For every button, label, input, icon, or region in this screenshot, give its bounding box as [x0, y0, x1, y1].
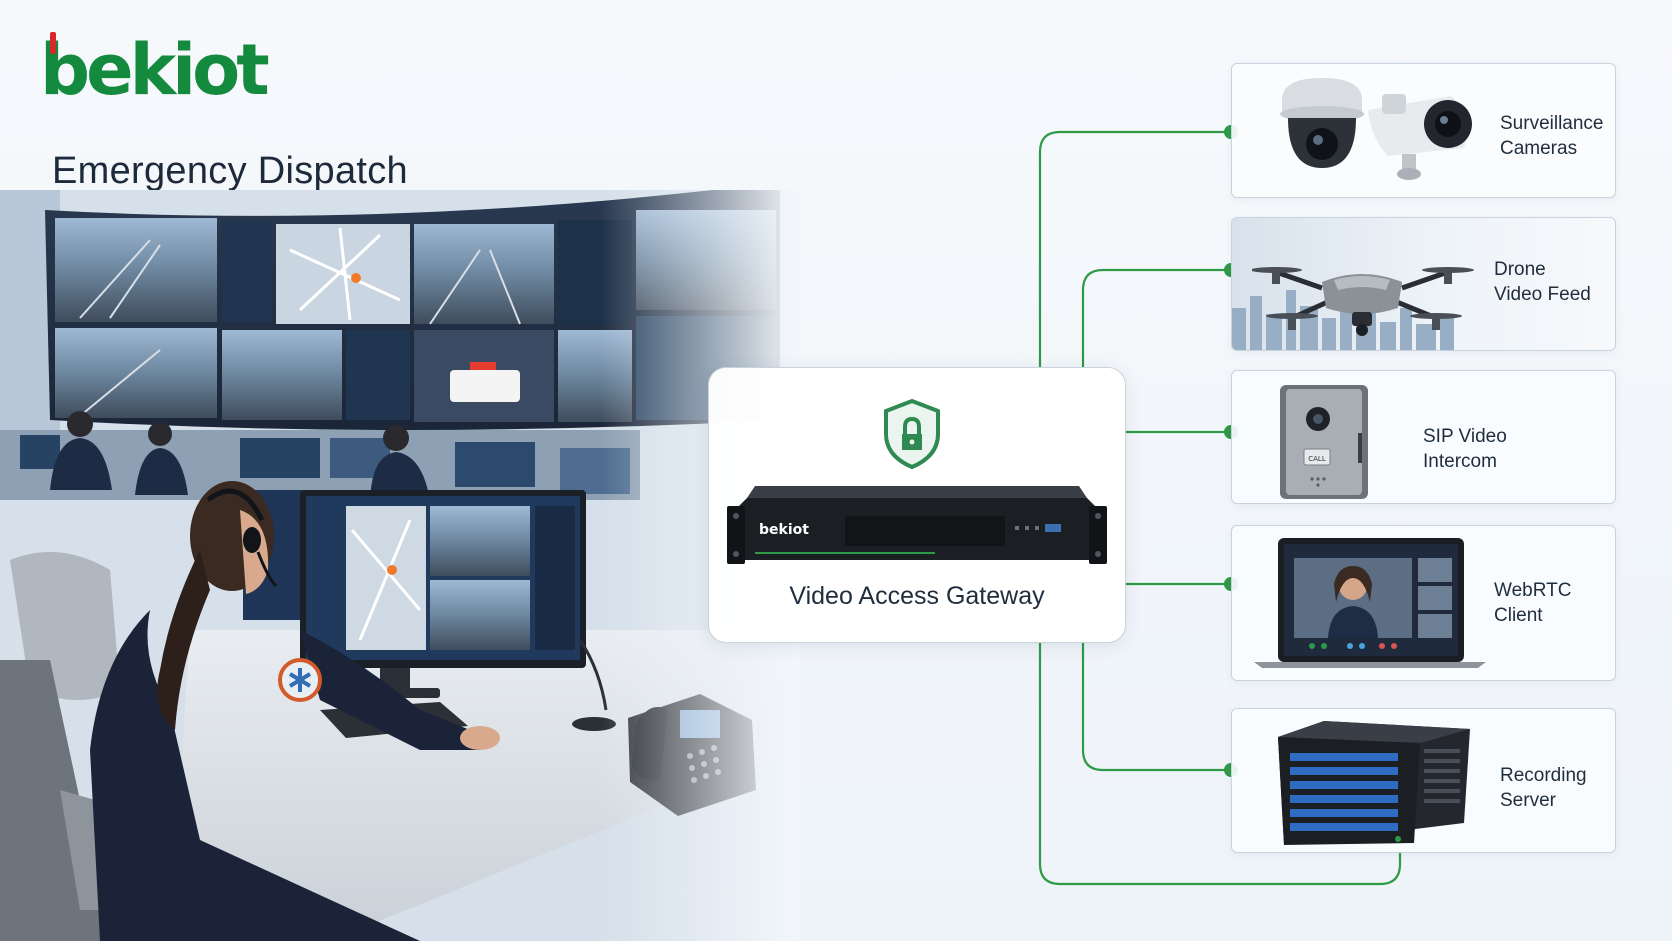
device-label-line: Client	[1494, 605, 1543, 626]
device-label-line: Intercom	[1423, 451, 1497, 472]
gateway-title: Video Access Gateway	[789, 582, 1045, 610]
link-gateway-drone	[1081, 268, 1231, 367]
device-label-line: Server	[1500, 790, 1556, 811]
drone-icon	[1252, 267, 1474, 336]
device-label: SIP Video Intercom	[1423, 424, 1507, 474]
logo-text: bekiot	[40, 29, 270, 111]
device-card-surveillance-cameras: Surveillance Cameras	[1231, 63, 1616, 198]
device-card-webrtc-client: WebRTC Client	[1231, 525, 1616, 681]
page-title: Emergency Dispatch	[52, 150, 408, 192]
laptop-video-icon	[1254, 538, 1486, 668]
device-card-drone-video-feed: Drone Video Feed	[1231, 217, 1616, 351]
device-label: WebRTC Client	[1494, 578, 1571, 628]
device-label-line: Drone	[1494, 259, 1546, 280]
intercom-icon: CALL	[1280, 385, 1368, 499]
security-camera-icon	[1280, 78, 1472, 180]
link-gateway-recorder	[1081, 641, 1231, 772]
gateway-appliance: bekiot	[727, 486, 1107, 564]
device-card-recording-server: Recording Server	[1231, 708, 1616, 853]
device-label: Surveillance Cameras	[1500, 111, 1604, 161]
call-button-label: CALL	[1308, 455, 1326, 463]
server-rack-icon	[1278, 721, 1470, 845]
device-label: Recording Server	[1500, 763, 1587, 813]
brand-logo: bekiot	[40, 30, 280, 110]
device-label-line: Surveillance	[1500, 113, 1604, 134]
device-card-sip-video-intercom: CALL SIP Video Intercom	[1231, 370, 1616, 504]
link-gateway-cameras	[1038, 130, 1231, 367]
device-label-line: Cameras	[1500, 138, 1578, 159]
device-label: Drone Video Feed	[1494, 257, 1591, 307]
device-label-line: SIP Video	[1423, 426, 1507, 447]
device-label-line: WebRTC	[1494, 580, 1572, 601]
shield-lock-icon	[884, 398, 940, 470]
device-label-line: Video Feed	[1494, 284, 1591, 305]
appliance-brand: bekiot	[759, 522, 809, 538]
device-label-line: Recording	[1500, 765, 1587, 786]
control-room-scene	[0, 190, 800, 941]
gateway-card: bekiot Video Access Gateway	[708, 367, 1126, 643]
logo-accent-mark	[50, 32, 56, 54]
